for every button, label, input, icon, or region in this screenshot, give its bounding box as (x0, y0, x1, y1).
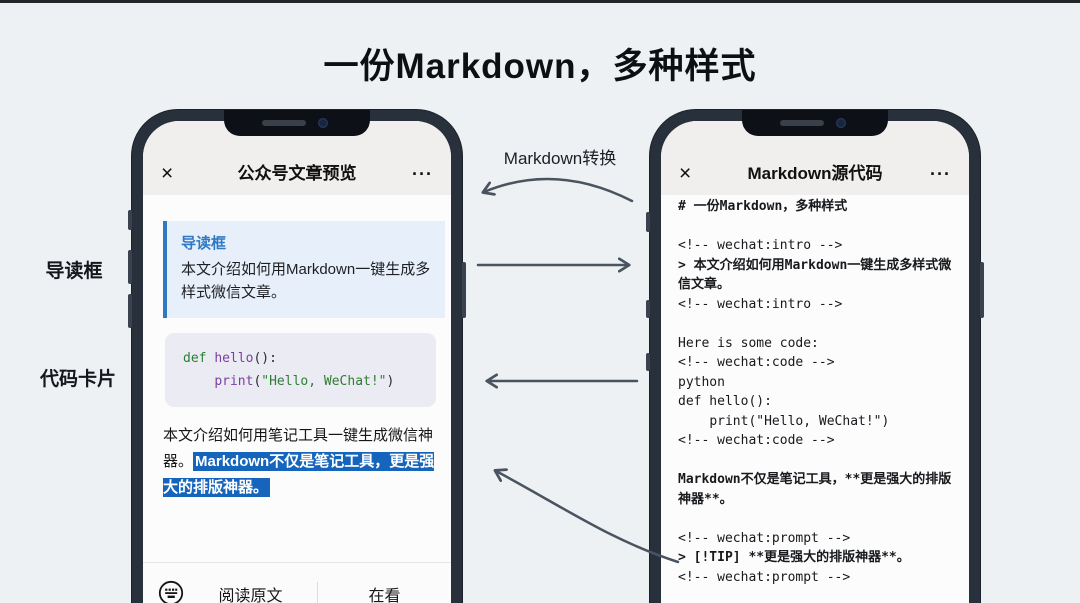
label-code-card: 代码卡片 (39, 369, 116, 390)
phone-left: × 公众号文章预览 ··· 导读框 本文介绍如何用Markdown一键生成多样式… (128, 110, 466, 603)
conversion-label: Markdown转换 (503, 149, 617, 168)
source-line: <!-- wechat:prompt --> (678, 569, 851, 585)
right-screen: × Markdown源代码 ··· # 一份Markdown，多种样式 <!--… (661, 121, 969, 603)
code-keyword: def (183, 351, 215, 366)
left-screen: × 公众号文章预览 ··· 导读框 本文介绍如何用Markdown一键生成多样式… (143, 121, 451, 603)
camera-icon (836, 118, 846, 128)
intro-box: 导读框 本文介绍如何用Markdown一键生成多样式微信文章。 (163, 221, 445, 318)
code-indent (183, 374, 214, 389)
paragraph-normal-text: 本文介绍如何用笔记工具一键生成微信神器。 (163, 427, 434, 470)
top-border-strip (0, 0, 1080, 3)
source-line: <!-- wechat:code --> (678, 433, 835, 448)
close-icon[interactable]: × (161, 162, 174, 185)
page-title: 一份Markdown，多种样式 (323, 47, 757, 86)
source-line: <!-- wechat:intro --> (678, 296, 843, 312)
source-line: print("Hello, WeChat!") (678, 413, 890, 429)
source-line: python (678, 374, 725, 390)
volume-up-button (128, 250, 132, 284)
source-line: Markdown不仅是笔记工具，**更是强大的排版神器**。 (678, 472, 952, 507)
code-print: print (214, 374, 254, 389)
toolbar-divider (317, 581, 318, 603)
volume-down-button (646, 353, 650, 371)
right-header-title: Markdown源代码 (747, 164, 883, 183)
code-function-name: hello (214, 351, 254, 366)
mute-switch (646, 212, 650, 232)
intro-box-title: 导读框 (181, 235, 227, 252)
source-line (678, 314, 961, 334)
label-intro-box: 导读框 (45, 261, 103, 282)
more-icon[interactable]: ··· (412, 164, 433, 184)
source-line: Here is some code: (678, 335, 819, 351)
source-line: def hello(): (678, 394, 772, 409)
source-line: # 一份Markdown，多种样式 (678, 199, 848, 214)
mute-switch (128, 210, 132, 230)
paragraph-highlight-text: Markdown不仅是笔记工具，更是强大的排版神器。 (163, 451, 435, 497)
markdown-source: # 一份Markdown，多种样式 <!-- wechat:intro --> … (678, 197, 961, 587)
source-line (678, 509, 961, 529)
speaker-icon (780, 120, 824, 126)
phone-right: × Markdown源代码 ··· # 一份Markdown，多种样式 <!--… (646, 110, 984, 603)
close-icon[interactable]: × (679, 162, 692, 185)
source-line: > 本文介绍如何用Markdown一键生成多样式微信文章。 (678, 257, 952, 293)
source-line: <!-- wechat:code --> (678, 355, 835, 370)
volume-up-button (646, 300, 650, 318)
power-button (462, 262, 466, 318)
camera-icon (318, 118, 328, 128)
speaker-icon (262, 120, 306, 126)
keyboard-icon[interactable] (158, 580, 184, 603)
code-card: def hello(): print("Hello, WeChat!") (165, 333, 436, 407)
code-close-paren: ) (386, 374, 395, 389)
arrow-curve-top-left-icon (484, 177, 634, 203)
read-original-button[interactable]: 阅读原文 (218, 587, 283, 603)
more-icon[interactable]: ··· (930, 164, 951, 184)
code-open-paren: ( (253, 374, 262, 389)
wow-button[interactable]: 在看 (368, 587, 401, 603)
source-line: <!-- wechat:prompt --> (678, 530, 851, 546)
left-header-title: 公众号文章预览 (237, 164, 357, 183)
source-line (678, 451, 961, 471)
notch (742, 110, 888, 136)
source-line (678, 217, 961, 237)
article-paragraph: 本文介绍如何用笔记工具一键生成微信神器。Markdown不仅是笔记工具，更是强大… (163, 423, 441, 500)
volume-down-button (128, 294, 132, 328)
code-punct: (): (253, 351, 277, 366)
code-string: "Hello, WeChat!" (261, 374, 387, 389)
power-button (980, 262, 984, 318)
source-line: <!-- wechat:intro --> (678, 238, 843, 253)
bottom-toolbar: 阅读原文 在看 (143, 562, 451, 603)
source-line: > [!TIP] **更是强大的排版神器**。 (678, 550, 910, 565)
notch (224, 110, 370, 136)
intro-box-body: 本文介绍如何用Markdown一键生成多样式微信文章。 (181, 261, 431, 302)
